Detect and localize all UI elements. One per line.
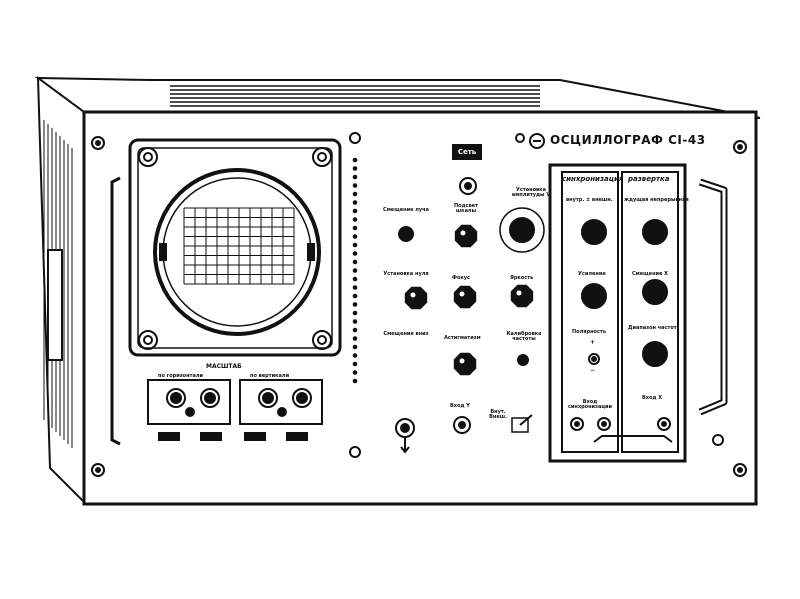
indicator-dot — [352, 276, 358, 282]
knob-zero-set[interactable] — [404, 286, 428, 310]
sync-polarity: Полярность — [572, 329, 606, 335]
indicator-dot — [352, 174, 358, 180]
indicator-dot — [352, 353, 358, 358]
indicator-dot — [352, 259, 358, 265]
crt-bezel — [128, 138, 342, 357]
sweep-title: развертка — [628, 175, 670, 183]
indicator-dot — [352, 191, 358, 197]
knob-focus[interactable] — [453, 285, 477, 309]
scale-vertical-label: по вертикали — [250, 373, 290, 379]
indicator-dot — [352, 200, 358, 205]
label-focus: Фокус — [452, 275, 471, 281]
indicator-dot — [352, 319, 358, 324]
knob-calibration[interactable] — [517, 354, 529, 366]
sync-gain: Усиление — [578, 271, 606, 277]
knob-brightness-trim[interactable] — [454, 224, 478, 248]
label-astigmatism: Астигматизм — [444, 335, 481, 341]
indicator-dot — [352, 157, 358, 163]
sync-plus: + — [590, 339, 596, 346]
indicator-dot — [352, 183, 358, 188]
crt-graticule — [183, 207, 295, 285]
indicator-dot — [352, 378, 358, 384]
label-shift-beam: Смещение луча — [383, 207, 429, 213]
indicator-dot — [352, 242, 358, 248]
sweep-shift-x: Смещение X — [632, 271, 669, 277]
sweep-frequency: Диапазон частот — [628, 325, 677, 331]
label-brightness: Яркость — [510, 275, 534, 281]
indicator-dot — [352, 302, 358, 307]
crt-ring — [153, 168, 321, 336]
knob-astigmatism[interactable] — [453, 352, 477, 376]
label-toggle: Внут. Внеш. — [489, 409, 507, 421]
sync-mode: внутр. ± внешн. — [566, 197, 613, 203]
indicator-dot — [352, 370, 358, 375]
indicator-dot — [352, 166, 358, 171]
indicator-dot — [352, 234, 358, 239]
indicator-dot — [352, 310, 358, 316]
indicator-dot — [352, 327, 358, 333]
sync-minus: − — [590, 367, 596, 374]
indicator-dot — [352, 268, 358, 273]
indicator-dot — [352, 344, 358, 350]
indicator-dots — [352, 157, 358, 384]
power-badge: Сеть — [452, 144, 482, 160]
indicator-dot — [352, 361, 358, 367]
indicator-dot — [352, 208, 358, 214]
label-shift-y: Смещение вниз — [383, 331, 429, 337]
sync-title: синхронизация — [562, 175, 624, 183]
label-brightness-trim: Подсвет шкалы — [453, 203, 479, 215]
indicator-dot — [352, 336, 358, 341]
indicator-dot — [352, 285, 358, 290]
sweep-input-x: Вход X — [642, 395, 663, 401]
sync-input: Вход синхронизации — [567, 399, 613, 411]
indicator-dot — [352, 251, 358, 256]
scale-horizontal-label: по горизонтали — [158, 373, 203, 379]
scale-title: МАСШТАБ — [206, 363, 242, 370]
scale-horizontal-box — [147, 379, 231, 425]
label-zero-set: Установка нуля — [383, 271, 429, 277]
indicator-dot — [352, 293, 358, 299]
logo-icon — [529, 133, 545, 149]
scale-vertical-box — [239, 379, 323, 425]
knob-shift-beam[interactable] — [398, 226, 414, 242]
device-title: ОСЦИЛЛОГРАФ СІ-43 — [550, 133, 706, 147]
knob-brightness[interactable] — [510, 284, 534, 308]
indicator-dot — [352, 217, 358, 222]
amplitude-dial[interactable] — [499, 207, 545, 253]
sweep-mode: ждущая непрерывная — [624, 197, 689, 203]
label-amplitude-set: Установка амплитуды V — [511, 187, 551, 199]
label-calibration: Калибровка частоты — [506, 331, 542, 343]
label-input-y: Вход Y — [450, 403, 470, 409]
indicator-dot — [352, 225, 358, 231]
